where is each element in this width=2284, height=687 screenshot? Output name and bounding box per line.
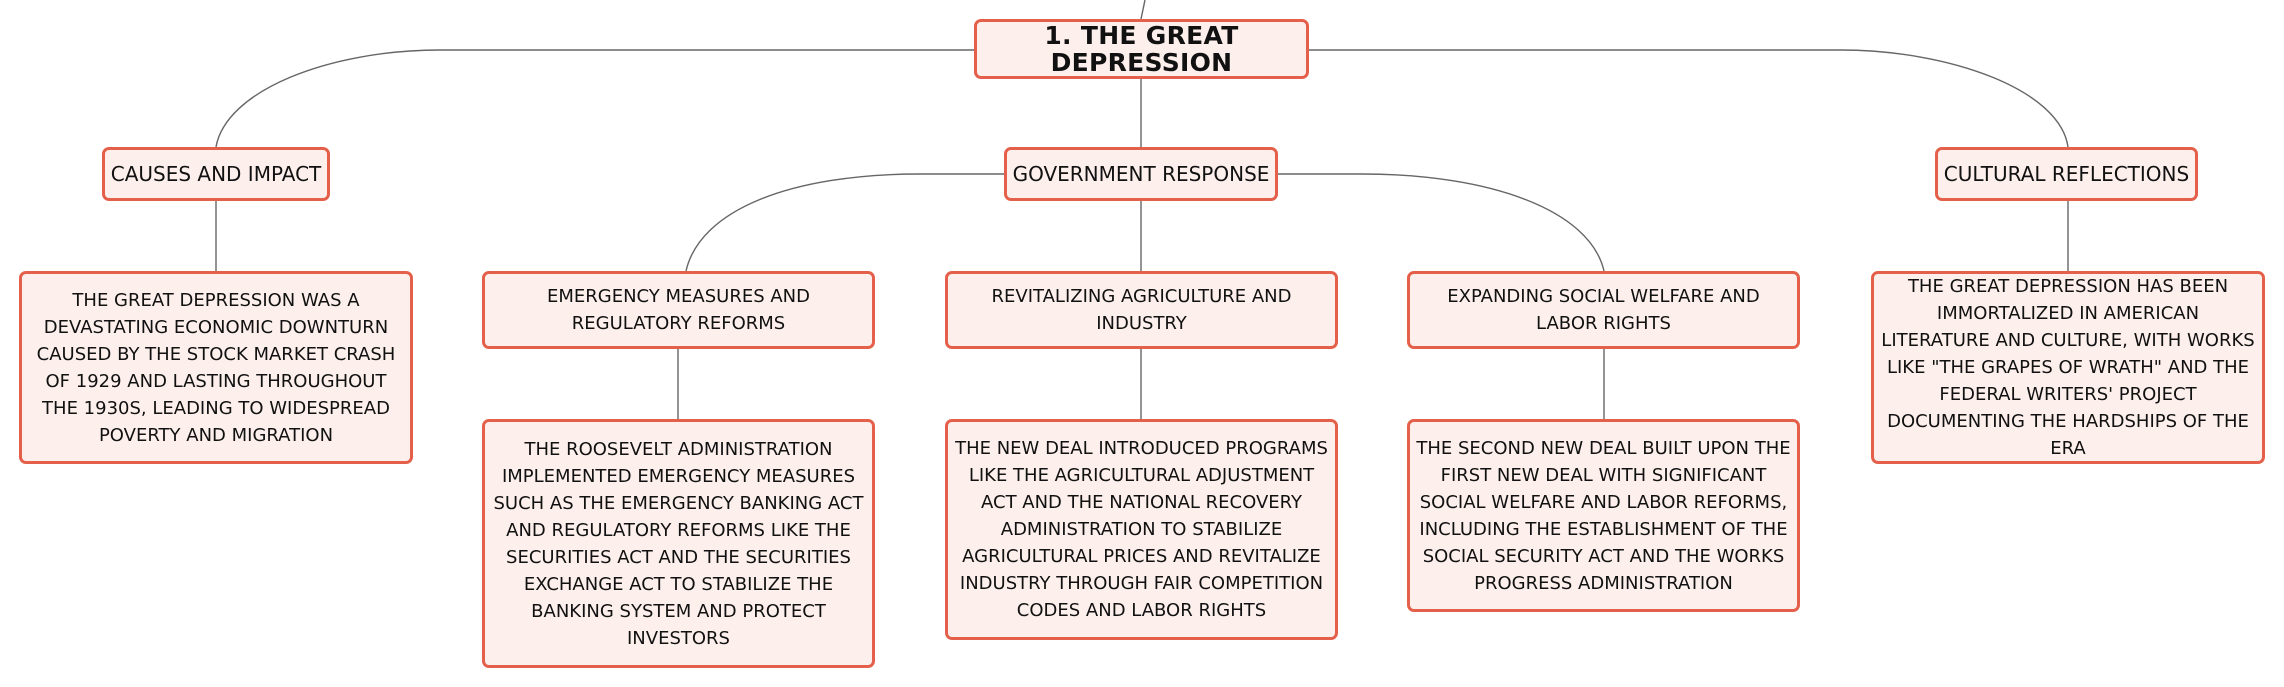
subbranch-emergency-measures[interactable]: EMERGENCY MEASURES AND REGULATORY REFORM… <box>482 271 875 349</box>
detail-cultural-reflections[interactable]: THE GREAT DEPRESSION HAS BEEN IMMORTALIZ… <box>1871 271 2265 464</box>
root-node[interactable]: 1. THE GREAT DEPRESSION <box>974 19 1309 79</box>
detail-text: THE GREAT DEPRESSION WAS A DEVASTATING E… <box>36 289 396 446</box>
detail-text: THE NEW DEAL INTRODUCED PROGRAMS LIKE TH… <box>955 438 1328 621</box>
subbranch-label: REVITALIZING AGRICULTURE AND INDUSTRY <box>991 286 1292 334</box>
branch-label: CULTURAL REFLECTIONS <box>1943 161 2190 186</box>
subbranch-revitalizing-agriculture[interactable]: REVITALIZING AGRICULTURE AND INDUSTRY <box>945 271 1338 349</box>
detail-revitalizing-agriculture[interactable]: THE NEW DEAL INTRODUCED PROGRAMS LIKE TH… <box>945 419 1338 640</box>
detail-text: THE GREAT DEPRESSION HAS BEEN IMMORTALIZ… <box>1881 276 2255 459</box>
detail-emergency-measures[interactable]: THE ROOSEVELT ADMINISTRATION IMPLEMENTED… <box>482 419 875 668</box>
branch-label: GOVERNMENT RESPONSE <box>1012 161 1270 186</box>
branch-causes-and-impact[interactable]: CAUSES AND IMPACT <box>102 147 330 201</box>
detail-text: THE ROOSEVELT ADMINISTRATION IMPLEMENTED… <box>493 438 864 649</box>
root-title: 1. THE GREAT DEPRESSION <box>1044 21 1239 77</box>
branch-label: CAUSES AND IMPACT <box>110 161 322 186</box>
branch-cultural-reflections[interactable]: CULTURAL REFLECTIONS <box>1935 147 2198 201</box>
detail-expanding-social-welfare[interactable]: THE SECOND NEW DEAL BUILT UPON THE FIRST… <box>1407 419 1800 612</box>
detail-text: THE SECOND NEW DEAL BUILT UPON THE FIRST… <box>1416 437 1791 594</box>
branch-government-response[interactable]: GOVERNMENT RESPONSE <box>1004 147 1278 201</box>
subbranch-label: EXPANDING SOCIAL WELFARE AND LABOR RIGHT… <box>1447 286 1760 334</box>
connector-root-cultural <box>1309 49 2069 148</box>
subbranch-expanding-social-welfare[interactable]: EXPANDING SOCIAL WELFARE AND LABOR RIGHT… <box>1407 271 1800 349</box>
subbranch-label: EMERGENCY MEASURES AND REGULATORY REFORM… <box>546 286 811 334</box>
connector-gov-social <box>1278 173 1605 272</box>
connector-gov-emergency <box>685 173 1004 272</box>
connector-root-parent <box>1140 0 1146 20</box>
detail-causes-and-impact[interactable]: THE GREAT DEPRESSION WAS A DEVASTATING E… <box>19 271 413 464</box>
connector-root-causes <box>215 49 974 148</box>
